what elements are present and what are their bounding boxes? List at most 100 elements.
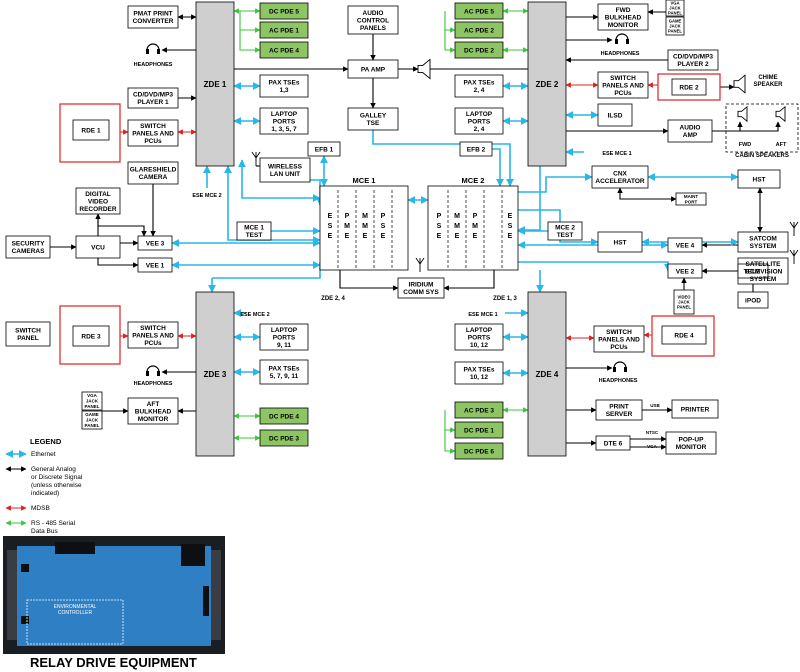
e-galley-mce2 — [372, 130, 514, 187]
legend-item-general-line1: General Analog — [31, 466, 76, 473]
ipod-box — [737, 291, 769, 309]
switch-panels-box-1 — [127, 119, 179, 147]
audio-ctrl-box-label-line3: PANELS — [360, 25, 387, 32]
switch-panel-box-label-line2: PANEL — [17, 335, 39, 342]
legend-item-general-line2: or Discrete Signal — [31, 474, 83, 481]
aft-bulkhead-box-label-line2: BULKHEAD — [135, 408, 172, 415]
ac-pde5-box-label: AC PDE 5 — [464, 8, 494, 15]
security-cameras-box-label-line2: CAMERAS — [12, 248, 46, 255]
rde1-box-label: RDE 1 — [81, 127, 101, 134]
zde1-box — [195, 1, 235, 167]
chime-speaker-label-line2: SPEAKER — [753, 82, 783, 88]
cd-player1-box-label-line1: CD/DVD/MP3 — [133, 92, 173, 99]
mce2-col-mme-0: M — [454, 213, 460, 220]
cnx-accel-box-label-line2: ACCELERATOR — [595, 178, 645, 185]
pax-tse-1012-box-label-line1: PAX TSEs — [464, 367, 495, 374]
laptop-24-box-label-line3: 2, 4 — [474, 126, 485, 133]
game-jack-panel-box-r-label-line2: JACK — [669, 23, 680, 28]
dc-pde5-box-label: DC PDE 5 — [269, 8, 299, 15]
vee4-box-label: VEE 4 — [676, 242, 695, 249]
switch-panels-box-3-label-line2: PANELS AND — [132, 332, 174, 339]
audio-amp-box-label-line2: AMP — [683, 132, 698, 139]
rs485-zde4-dcpde1 — [444, 410, 456, 433]
glareshield-camera-box — [127, 161, 179, 185]
legend-item-general-line4: indicated) — [31, 490, 59, 497]
pax-tse-1012-box — [454, 361, 504, 385]
rs485-zde2-acpde2 — [444, 11, 456, 33]
mce2-col-mme-1: M — [454, 223, 460, 230]
headphones-label-4: HEADPHONES — [599, 378, 638, 384]
mce2-col-ese-2: E — [508, 233, 513, 240]
fwd-bulkhead-box — [597, 3, 649, 31]
game-jack-panel-box-l-label-line2: JACK — [86, 418, 99, 423]
cabin-speakers-label: CABIN SPEAKERS — [735, 153, 789, 159]
vga-jack-panel-box-r-label-line1: VGA — [670, 0, 679, 5]
dc-pde6-box-label: DC PDE 6 — [464, 448, 494, 455]
satcom-box — [737, 231, 789, 253]
mce2-col-pse-1: S — [437, 223, 442, 230]
satcom-box-label-line2: SYSTEM — [750, 243, 777, 250]
audio-ctrl-box — [347, 5, 399, 35]
mce2-test-box-label-line2: TEST — [557, 232, 574, 239]
sat-tv-box-label-line1: SATELLITE — [746, 261, 782, 268]
fwd-bulkhead-box-label-line1: FWD — [616, 7, 631, 14]
switch-panels-box-3-label-line3: PCUs — [144, 340, 162, 347]
cnx-accel-box-label-line1: CNX — [613, 171, 627, 178]
game-jack-panel-box-r-label-line3: PANEL — [668, 29, 682, 34]
pa-amp-box-label: PA AMP — [361, 66, 386, 73]
wifi-antenna-icon — [251, 151, 261, 166]
mce1-col-ese-2: E — [328, 233, 333, 240]
photo-label-line1: ENVIRONMENTAL — [54, 604, 97, 610]
fwd-bulkhead-box-label-line2: BULKHEAD — [605, 14, 642, 21]
game-jack-panel-box-l-label-line1: GAME — [85, 412, 99, 417]
ese-mce2-label-bottom: ESE MCE 2 — [240, 312, 269, 318]
pax-tse-5711-box-label-line2: 5, 7, 9, 11 — [270, 373, 299, 380]
printer-box — [671, 399, 719, 419]
cd-player1-box — [127, 87, 179, 109]
rs485-zde1-acpde4 — [239, 30, 261, 53]
video-jack-panel-box-label-line2: JACK — [678, 299, 689, 304]
vga-jack-panel-box-r-label-line3: PANEL — [668, 11, 682, 16]
zde3-box-label: ZDE 3 — [204, 370, 227, 379]
iridium-box — [397, 277, 445, 299]
laptop-1357-box-label-line3: 1, 3, 5, 7 — [271, 126, 297, 133]
hst-box-1-label: HST — [753, 176, 766, 183]
ilsd-box — [597, 103, 633, 127]
switch-panels-box-4 — [593, 325, 645, 353]
legend-item-mdsb: MDSB — [31, 505, 50, 512]
vee1-box — [137, 257, 173, 273]
wireless-lan-box-label-line1: WIRELESS — [268, 164, 303, 171]
laptop-1012-box-label-line3: 10, 12 — [470, 342, 488, 349]
hst-box-2 — [597, 231, 643, 253]
switch-panels-box-2-label-line3: PCUs — [614, 90, 632, 97]
glareshield-camera-box-label-line2: CAMERA — [139, 174, 168, 181]
mce1-col-pme-2: E — [345, 233, 350, 240]
zde3-box — [195, 291, 235, 457]
rde1-box — [72, 119, 110, 141]
chime-speaker-label-line1: CHIME — [758, 75, 777, 81]
dte6-box-label: DTE 6 — [604, 440, 623, 447]
audio-amp-box — [667, 119, 713, 143]
laptop-911-box-label-line3: 9, 11 — [277, 342, 291, 349]
game-jack-panel-box-l-label-line3: PANEL — [85, 423, 100, 428]
rde4-box-label: RDE 4 — [674, 332, 694, 339]
pax-tse-1012-box-label-line2: 10, 12 — [470, 374, 488, 381]
rs485-zde1-acpde1 — [239, 11, 261, 33]
dc-pde6-box — [454, 442, 504, 460]
vga-jack-panel-box-r — [665, 0, 685, 17]
hst-box-2-label: HST — [614, 239, 627, 246]
ese-mce1-label-bottom: ESE MCE 1 — [468, 312, 497, 318]
mce1-test-box-label-line1: MCE 1 — [244, 225, 264, 232]
switch-panels-box-4-label-line1: SWITCH — [606, 329, 632, 336]
pax-tse-5711-box — [259, 359, 309, 385]
pax-tse-24-box-label-line1: PAX TSEs — [464, 80, 495, 87]
vga-jack-panel-box-l-label-line1: VGA — [87, 393, 98, 398]
wireless-lan-box-label-line2: LAN UNIT — [270, 171, 300, 178]
cd-player2-box-label-line1: CD/DVD/MP3 — [673, 54, 713, 61]
video-jack-panel-box — [673, 289, 695, 315]
k-cnx-maint — [617, 187, 677, 202]
dc-pde1-box — [454, 421, 504, 439]
print-server-box — [595, 399, 643, 421]
mce1-col-pse-0: P — [381, 213, 386, 220]
laptop-911-box-label-line2: PORTS — [273, 334, 296, 341]
